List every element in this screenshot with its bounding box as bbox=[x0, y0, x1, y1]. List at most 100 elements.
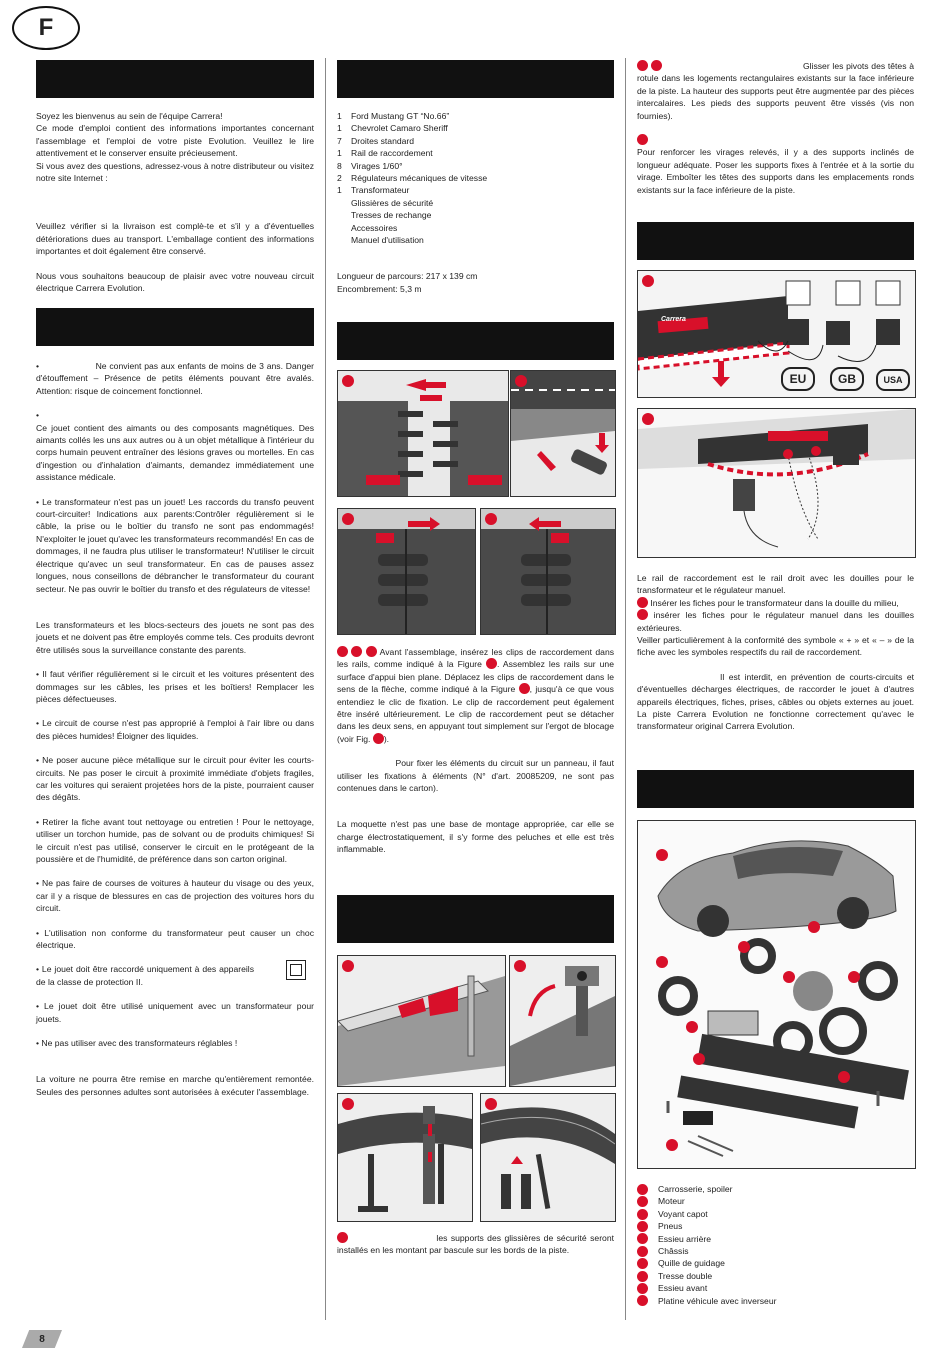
support-figure-2 bbox=[480, 1093, 616, 1222]
parts-legend-item: Moteur bbox=[637, 1195, 914, 1208]
parts-legend-item: Voyant capot bbox=[637, 1208, 914, 1220]
figure-marker bbox=[637, 60, 648, 71]
guardrail-figure-2 bbox=[509, 955, 616, 1087]
part-label: Pneus bbox=[658, 1221, 683, 1232]
figure-marker bbox=[650, 60, 662, 71]
language-code: F bbox=[38, 14, 54, 41]
contents-item-label: Droites standard bbox=[351, 135, 415, 146]
part-marker bbox=[637, 1220, 648, 1232]
contents-item: Manuel d'utilisation bbox=[337, 234, 614, 246]
guardrail-figure-1 bbox=[337, 955, 506, 1087]
parts-legend-item: Platine véhicule avec inverseur bbox=[637, 1295, 914, 1307]
region-label-gb: GB bbox=[830, 367, 864, 391]
figure-number-marker bbox=[515, 375, 527, 387]
figure-number-marker bbox=[342, 960, 354, 972]
part-marker bbox=[637, 1196, 648, 1208]
language-badge: F bbox=[12, 6, 80, 50]
connection-text: Le rail de raccordement est le rail droi… bbox=[637, 573, 917, 732]
part-label: Châssis bbox=[658, 1246, 689, 1257]
parts-legend-item: Pneus bbox=[637, 1220, 914, 1232]
contents-item-label: Manuel d'utilisation bbox=[351, 235, 424, 246]
contents-qty: 1 bbox=[337, 185, 342, 196]
figure-marker bbox=[365, 646, 377, 657]
part-label: Quille de guidage bbox=[658, 1258, 725, 1269]
section-heading-bar bbox=[637, 222, 914, 260]
part-marker bbox=[808, 921, 820, 933]
parts-legend-item: Châssis bbox=[637, 1245, 914, 1257]
part-marker bbox=[738, 941, 750, 953]
section-heading-bar bbox=[36, 308, 314, 346]
parts-legend-item: Essieu arrière bbox=[637, 1233, 914, 1245]
contents-item-label: Virages 1/60° bbox=[351, 160, 403, 171]
parts-legend-item: Essieu avant bbox=[637, 1282, 914, 1294]
support-text: Glisser les pivots des têtes à rotule da… bbox=[637, 60, 917, 195]
figure-marker bbox=[637, 596, 648, 608]
figure-marker bbox=[518, 683, 530, 695]
connection-rail-figure bbox=[637, 408, 916, 558]
assembly-text: Avant l'assemblage, insérez les clips de… bbox=[337, 646, 617, 855]
figure-marker bbox=[351, 646, 363, 657]
column-divider bbox=[325, 58, 326, 1320]
part-label: Essieu avant bbox=[658, 1283, 708, 1294]
figure-number-marker bbox=[642, 275, 654, 287]
section-heading-bar bbox=[337, 322, 614, 360]
track-clip-figure-4 bbox=[480, 508, 616, 635]
contents-qty: 1 bbox=[337, 123, 342, 134]
part-label: Voyant capot bbox=[658, 1208, 708, 1219]
contents-item: 7 Droites standard bbox=[337, 135, 614, 147]
contents-item: 2 Régulateurs mécaniques de vitesse bbox=[337, 172, 614, 184]
part-marker bbox=[637, 1208, 648, 1220]
part-marker bbox=[637, 1295, 648, 1307]
contents-item-label: Chevrolet Camaro Sheriff bbox=[351, 123, 448, 134]
region-label-usa: USA bbox=[876, 369, 910, 391]
section-heading-bar bbox=[637, 770, 914, 808]
part-marker bbox=[838, 1071, 850, 1083]
contents-item: Glissières de sécurité bbox=[337, 197, 614, 209]
contents-item: 1 Chevrolet Camaro Sheriff bbox=[337, 122, 614, 134]
brand-logo: Carrera bbox=[661, 316, 686, 323]
figure-number-marker bbox=[342, 513, 354, 525]
transformer-regions-figure: Carrera EU GB USA bbox=[637, 270, 916, 398]
figure-number-marker bbox=[514, 960, 526, 972]
contents-item-label: Rail de raccordement bbox=[351, 148, 433, 159]
contents-qty bbox=[337, 234, 351, 246]
figure-number-marker bbox=[342, 1098, 354, 1110]
contents-qty: 1 bbox=[337, 148, 342, 159]
figure-marker bbox=[337, 1232, 348, 1243]
parts-legend-item: Carrosserie, spoiler bbox=[637, 1183, 914, 1195]
contents-item: Tresses de rechange bbox=[337, 209, 614, 221]
contents-qty bbox=[337, 222, 351, 234]
part-marker bbox=[783, 971, 795, 983]
section-heading-bar bbox=[337, 895, 614, 943]
contents-qty: 2 bbox=[337, 173, 342, 184]
safety-text: • Ne convient pas aux enfants de moins d… bbox=[36, 361, 317, 1097]
contents-item-label: Tresses de rechange bbox=[351, 210, 432, 221]
section-heading-bar bbox=[337, 60, 614, 98]
contents-item-label: Régulateurs mécaniques de vitesse bbox=[351, 173, 488, 184]
part-marker bbox=[637, 1245, 648, 1257]
contents-item: 1 Rail de raccordement bbox=[337, 147, 614, 159]
page-number: 8 bbox=[22, 1330, 62, 1348]
part-marker bbox=[848, 971, 860, 983]
part-label: Essieu arrière bbox=[658, 1233, 712, 1244]
track-clip-figure-2 bbox=[510, 370, 616, 497]
track-clip-figure-3 bbox=[337, 508, 476, 635]
figure-number-marker bbox=[642, 413, 654, 425]
contents-item-label: Accessoires bbox=[351, 222, 398, 233]
car-exploded-view-figure bbox=[637, 820, 916, 1169]
part-marker bbox=[656, 849, 668, 861]
intro-text: Soyez les bienvenus au sein de l'équipe … bbox=[36, 111, 314, 294]
figure-marker bbox=[337, 646, 348, 657]
contents-qty: 7 bbox=[337, 135, 342, 146]
figure-marker bbox=[637, 134, 648, 146]
contents-item-label: Ford Mustang GT “No.66” bbox=[351, 111, 450, 121]
part-marker bbox=[656, 956, 668, 968]
figure-marker bbox=[485, 658, 497, 670]
support-figure-1 bbox=[337, 1093, 473, 1222]
contents-qty bbox=[337, 197, 351, 209]
contents-qty bbox=[337, 209, 351, 221]
